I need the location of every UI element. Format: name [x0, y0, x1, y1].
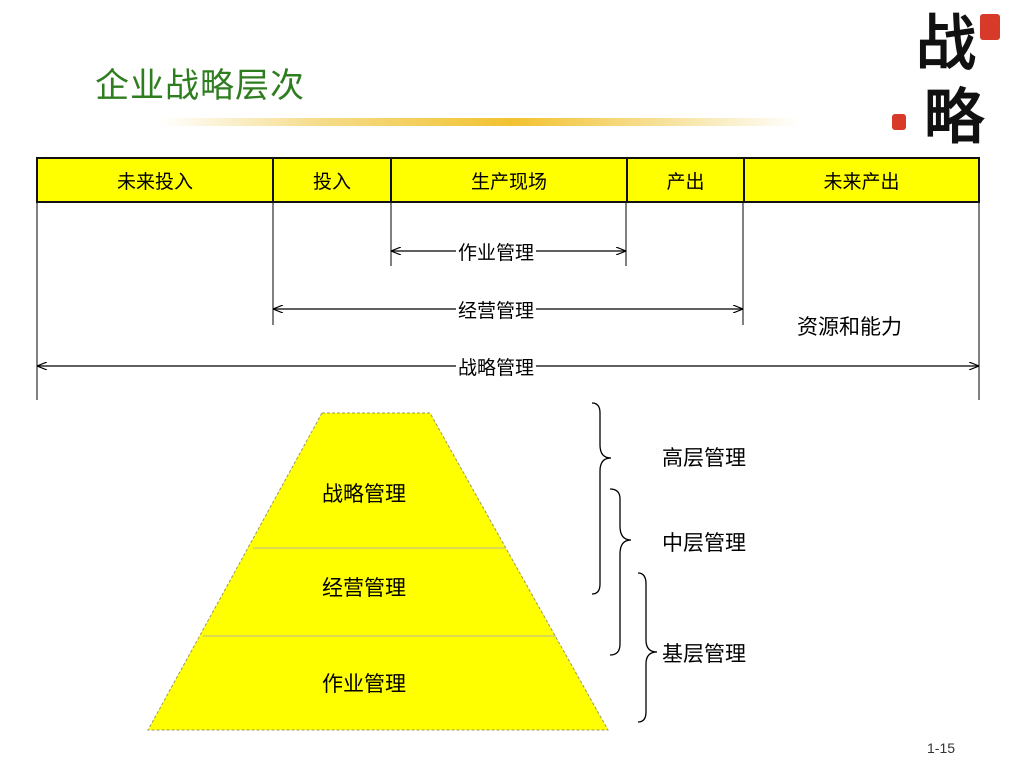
red-seal-icon: [892, 114, 906, 130]
header-cell-future-output: 未来产出: [823, 170, 900, 193]
middle-management-label: 中层管理: [662, 531, 746, 555]
brace-high-level: [591, 402, 612, 595]
base-management-label: 基层管理: [662, 642, 746, 666]
business-management-label: 经营管理: [456, 296, 537, 323]
pyramid-level-strategic: 战略管理: [322, 482, 406, 506]
value-chain-header: 未来投入 投入 生产现场 产出 未来产出: [36, 157, 980, 203]
page-title: 企业战略层次: [95, 66, 305, 106]
header-cell-production-site: 生产现场: [392, 159, 628, 201]
operations-management-label: 作业管理: [456, 238, 537, 265]
brace-base-level: [637, 572, 658, 723]
pyramid-level-operations: 作业管理: [322, 672, 406, 696]
brace-middle-level: [609, 488, 632, 656]
page-number: 1-15: [927, 740, 956, 756]
header-cell-future-input: 未来投入: [38, 159, 274, 201]
header-cell-output: 产出: [628, 159, 745, 201]
top-management-label: 高层管理: [662, 446, 746, 470]
logo-char-1: 战: [916, 9, 976, 79]
strategic-management-label: 战略管理: [456, 353, 537, 380]
pyramid-level-business: 经营管理: [322, 576, 406, 600]
pyramid-shape: [147, 412, 609, 731]
resources-capabilities-label: 资源和能力: [797, 315, 902, 339]
header-cell-input: 投入: [274, 159, 392, 201]
red-seal-icon: [980, 14, 1000, 40]
logo-char-2: 略: [924, 83, 984, 153]
title-underline: [160, 118, 800, 126]
calligraphy-logo: 战 略: [886, 8, 1016, 158]
